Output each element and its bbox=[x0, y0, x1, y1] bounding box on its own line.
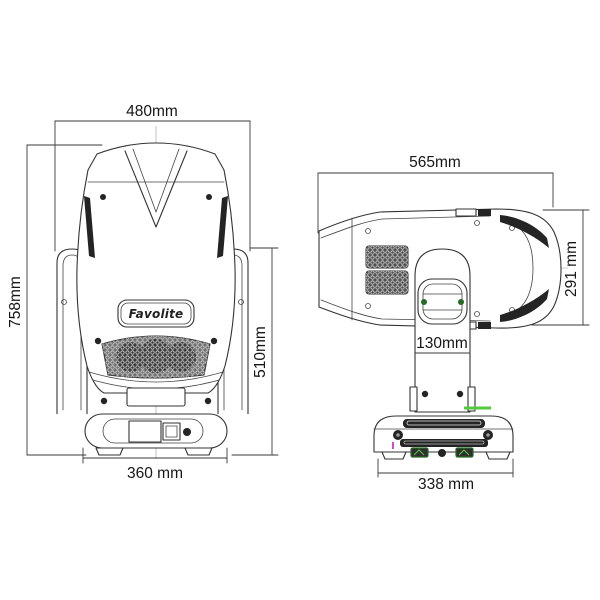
dim-yoke-arm-width: 130mm bbox=[414, 335, 471, 354]
mesh-honeycomb-overlay bbox=[102, 336, 210, 378]
latch-recess bbox=[455, 208, 477, 217]
head-top-notch bbox=[124, 150, 188, 228]
rear-handle-bottom bbox=[500, 289, 549, 322]
encoder-knob-dot bbox=[183, 428, 191, 436]
head-screw-hole bbox=[365, 303, 371, 309]
base-center-stud bbox=[438, 449, 446, 457]
rear-handle-top bbox=[500, 215, 549, 248]
head-screw-hole bbox=[365, 228, 371, 234]
handle-screw-hole bbox=[474, 311, 480, 317]
brand-logo-plate: Favolite bbox=[117, 299, 195, 328]
logo-outer-frame bbox=[117, 299, 195, 328]
logo-inner-frame bbox=[120, 302, 192, 325]
base-handle-bar-highlight bbox=[406, 420, 482, 426]
arm-base-flange bbox=[409, 386, 418, 412]
dim-overall-height-front: 758mm bbox=[7, 144, 103, 456]
screw-dot bbox=[204, 397, 212, 405]
dim-label-480: 480mm bbox=[126, 103, 178, 120]
dim-overall-width-front: 480mm bbox=[54, 103, 251, 252]
base-handle-bar bbox=[403, 419, 485, 428]
menu-button-inner bbox=[165, 425, 178, 438]
arm-screw-hole bbox=[61, 299, 67, 305]
latch-block bbox=[478, 209, 491, 216]
vent-honeycomb-overlay bbox=[366, 271, 408, 294]
head-bottom-curve bbox=[88, 371, 224, 383]
green-screw-dot bbox=[421, 299, 427, 305]
base-foot bbox=[95, 447, 124, 456]
dim-base-width-front: 360 mm bbox=[82, 447, 228, 482]
yoke-arm-side: 130mm bbox=[409, 248, 491, 413]
base-foot bbox=[381, 451, 407, 460]
omega-clamp bbox=[410, 447, 429, 458]
screw-dot bbox=[210, 337, 218, 345]
base-control-recess bbox=[102, 418, 204, 444]
base-side bbox=[373, 415, 514, 460]
clamp-chevron bbox=[458, 449, 470, 456]
screw-dot bbox=[206, 194, 212, 200]
dim-label-291: 291 mm bbox=[563, 241, 580, 297]
screw-dot bbox=[100, 194, 106, 200]
handle-screw-hole bbox=[474, 220, 480, 226]
edge-handle-strip-left bbox=[84, 196, 95, 258]
base-front bbox=[84, 413, 228, 456]
base-knob-center bbox=[396, 433, 400, 437]
clamp-body bbox=[410, 447, 429, 458]
edge-handle-strip-right bbox=[217, 196, 228, 258]
magenta-mark bbox=[392, 442, 394, 449]
dim-label-338: 338 mm bbox=[418, 476, 474, 493]
head-top-inner-line bbox=[320, 215, 491, 239]
head-top-notch-inner bbox=[132, 148, 180, 213]
clamp-chevron bbox=[413, 449, 425, 456]
dim-label-360: 360 mm bbox=[127, 465, 183, 482]
yoke-arm-column bbox=[414, 248, 471, 413]
base-foot bbox=[485, 451, 511, 460]
base-lower-bar-highlight bbox=[403, 440, 485, 445]
dim-body-height-front: 510mm bbox=[231, 247, 279, 456]
yoke-bottom-panel bbox=[126, 387, 186, 407]
side-view-drawing: 565mm 291 mm bbox=[317, 154, 590, 493]
side-vent-grilles bbox=[365, 245, 409, 295]
arm-screw-hole bbox=[238, 299, 244, 305]
base-foot bbox=[184, 447, 213, 456]
latch-block bbox=[478, 322, 491, 329]
dim-base-depth-side: 338 mm bbox=[377, 458, 514, 493]
menu-button-square bbox=[162, 422, 181, 441]
display-screen bbox=[128, 420, 162, 443]
arm-base-flange bbox=[467, 386, 476, 412]
screw-dot bbox=[100, 397, 108, 405]
dim-head-height-side: 291 mm bbox=[531, 209, 590, 326]
clamp-body bbox=[455, 447, 474, 458]
green-screw-dot bbox=[458, 299, 464, 305]
front-head-outline bbox=[76, 142, 236, 394]
dim-label-758: 758mm bbox=[7, 276, 24, 328]
screw-dot bbox=[94, 337, 102, 345]
fan-vent-mesh bbox=[101, 335, 211, 379]
dim-label-130: 130mm bbox=[416, 335, 468, 352]
screw-dot bbox=[421, 390, 429, 398]
omega-clamp bbox=[455, 447, 474, 458]
dim-label-565: 565mm bbox=[409, 154, 461, 171]
dim-label-510: 510mm bbox=[252, 326, 269, 378]
dim-overall-depth-side: 565mm bbox=[317, 154, 554, 234]
head-bottom-inner-line bbox=[320, 299, 491, 322]
brand-logo-text: Favolite bbox=[129, 307, 184, 321]
screw-dot bbox=[456, 390, 464, 398]
tilt-handle-outer bbox=[417, 278, 468, 325]
front-view-drawing: 480mm 758mm 510mm 360 mm bbox=[7, 103, 279, 482]
base-lower-bar bbox=[400, 439, 488, 447]
base-knob-center bbox=[486, 433, 490, 437]
vent-honeycomb-overlay bbox=[366, 246, 408, 268]
